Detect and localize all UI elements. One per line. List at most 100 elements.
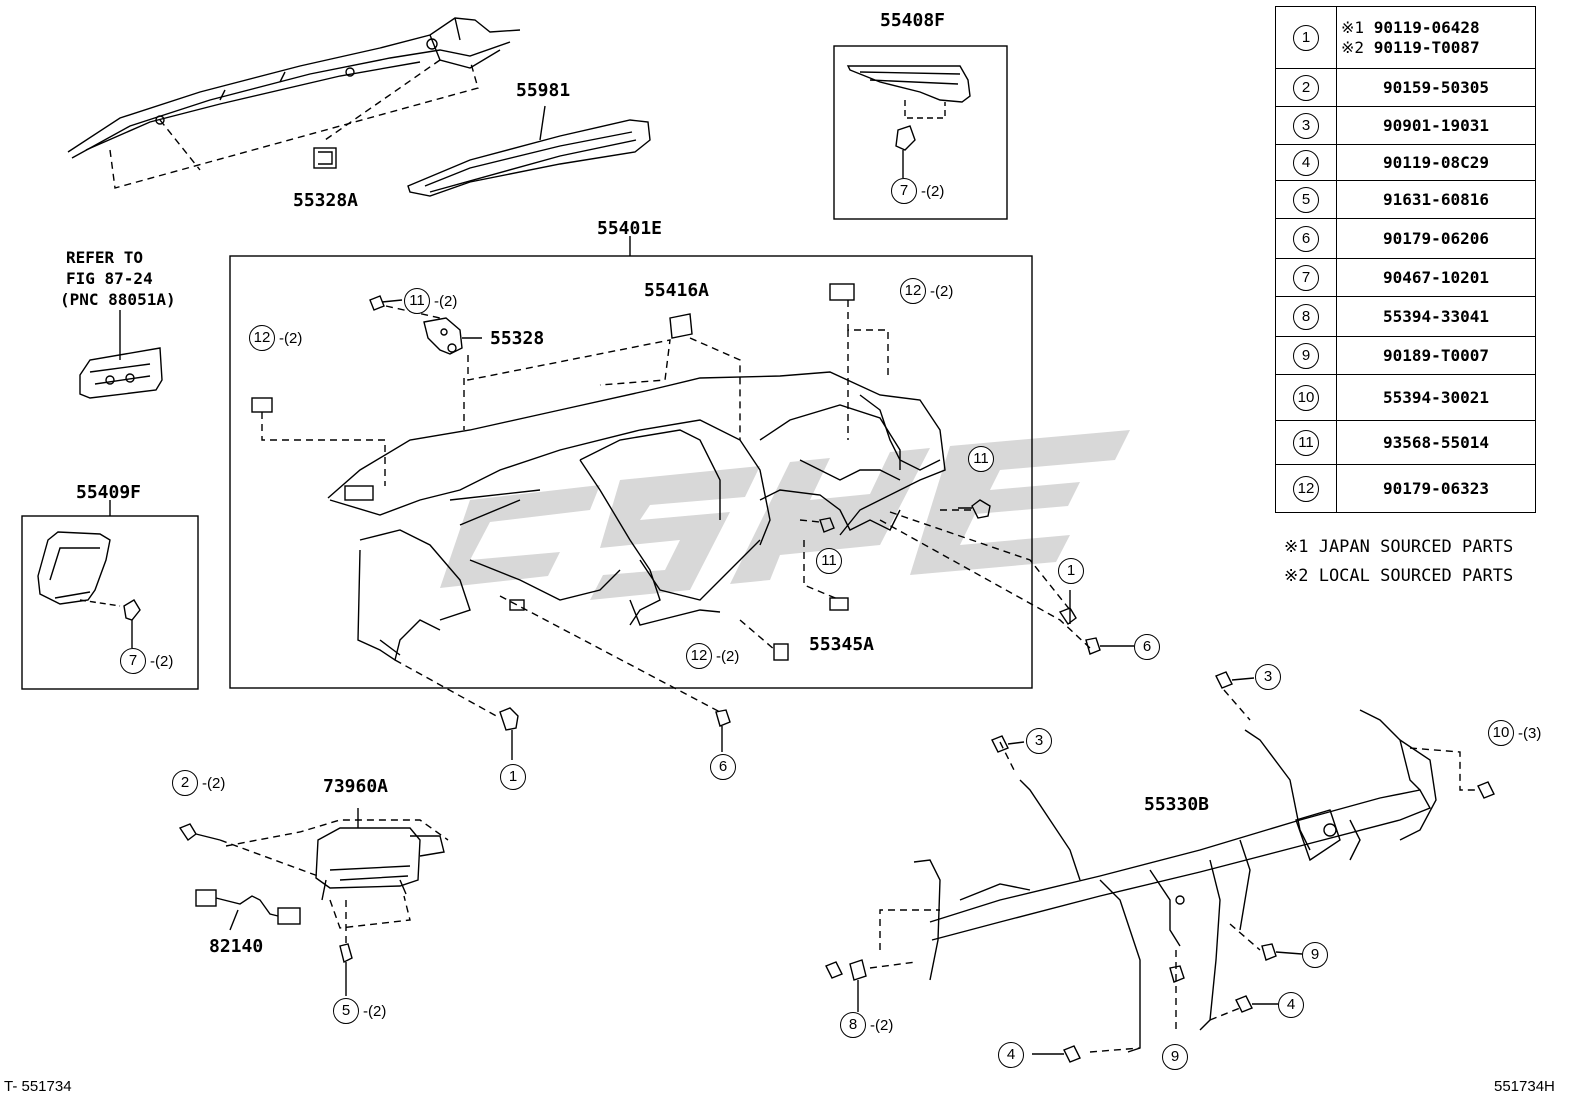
table-row: 12 90179-06323 xyxy=(1275,464,1536,513)
leader-lines-panel xyxy=(261,300,1091,719)
ref-number: 12 xyxy=(1293,475,1319,502)
cover-55408F-drawing xyxy=(846,65,971,178)
part-code: 90119-08C29 xyxy=(1336,144,1536,181)
table-row: 9 90189-T0007 xyxy=(1275,336,1536,375)
footer-right-id: 551734H xyxy=(1494,1078,1555,1095)
panel-fasteners-drawing xyxy=(499,590,1134,760)
label-55416A: 55416A xyxy=(644,280,710,301)
label-73960A: 73960A xyxy=(323,776,389,797)
defroster-duct-drawing xyxy=(67,17,521,159)
label-55328A: 55328A xyxy=(293,190,359,211)
ref-number: 2 xyxy=(1293,74,1319,101)
callout-3-left: 3 xyxy=(1026,728,1052,754)
label-55981: 55981 xyxy=(516,80,571,101)
wire-harness-82140-drawing xyxy=(195,889,301,931)
label-55330B: 55330B xyxy=(1144,794,1210,815)
cover-55409F-drawing xyxy=(37,531,141,648)
leader-lines-airbag xyxy=(219,819,449,944)
parts-number-table: 1 ※1 90119-06428 ※2 90119-T0087 2 90159-5… xyxy=(1275,6,1536,513)
reinforcement-fasteners-drawing xyxy=(825,671,1495,1063)
callout-7-55408F: 7-(2) xyxy=(891,178,944,204)
callout-4-right: 4 xyxy=(1278,992,1304,1018)
label-refer-line2: FIG 87-24 xyxy=(66,269,153,288)
footer-left-id: T- 551734 xyxy=(4,1078,72,1095)
airbag-module-drawing xyxy=(178,808,445,996)
callout-1-right: 1 xyxy=(1058,558,1084,584)
table-row: 6 90179-06206 xyxy=(1275,218,1536,259)
callout-6-right: 6 xyxy=(1134,634,1160,660)
clip-55328A-drawing xyxy=(313,147,337,169)
callout-11-screw-top: 11-(2) xyxy=(404,288,457,314)
table-row: 11 93568-55014 xyxy=(1275,420,1536,465)
label-55328: 55328 xyxy=(490,328,545,349)
label-refer-line3: (PNC 88051A) xyxy=(60,290,176,309)
callout-3-upper: 3 xyxy=(1255,664,1281,690)
callout-11-center: 11 xyxy=(816,548,842,574)
label-82140: 82140 xyxy=(209,936,264,957)
leader-lines-top xyxy=(109,59,479,189)
callout-1-bottom: 1 xyxy=(500,764,526,790)
watermark-logo xyxy=(440,430,1130,600)
reinforcement-55330B-drawing xyxy=(913,709,1437,1053)
note-local-sourced: ※2 LOCAL SOURCED PARTS xyxy=(1284,566,1514,586)
table-row: 1 ※1 90119-06428 ※2 90119-T0087 xyxy=(1275,6,1536,69)
ref-number: 7 xyxy=(1293,264,1319,291)
part-code: 91631-60816 xyxy=(1336,180,1536,219)
bracket-55328-drawing xyxy=(423,317,482,355)
callout-6-bottom: 6 xyxy=(710,754,736,780)
label-refer-line1: REFER TO xyxy=(66,248,144,267)
part-code: 55394-33041 xyxy=(1336,296,1536,337)
callout-9-bottom: 9 xyxy=(1162,1044,1188,1070)
callout-4-bottom: 4 xyxy=(998,1042,1024,1068)
defroster-garnish-55981-drawing xyxy=(407,105,651,197)
ref-number: 1 xyxy=(1293,24,1319,51)
table-row: 4 90119-08C29 xyxy=(1275,144,1536,181)
part-code: 55394-30021 xyxy=(1336,374,1536,421)
callout-12-left: 12-(2) xyxy=(249,325,302,351)
clips-12-drawing xyxy=(251,283,855,661)
callout-7-55409F: 7-(2) xyxy=(120,648,173,674)
part-code: 93568-55014 xyxy=(1336,420,1536,465)
callout-9-right: 9 xyxy=(1302,942,1328,968)
table-row: 2 90159-50305 xyxy=(1275,68,1536,107)
box-55401E xyxy=(229,255,1033,689)
part-code: 90119-T0087 xyxy=(1373,37,1480,57)
table-row: 10 55394-30021 xyxy=(1275,374,1536,421)
ref-number: 11 xyxy=(1293,429,1319,456)
ref-number: 8 xyxy=(1293,303,1319,330)
part-code: 90119-06428 xyxy=(1373,17,1480,37)
part-code: 90159-50305 xyxy=(1336,68,1536,107)
part-code: 90179-06206 xyxy=(1336,218,1536,259)
table-row: 8 55394-33041 xyxy=(1275,296,1536,337)
note-japan-sourced: ※1 JAPAN SOURCED PARTS xyxy=(1284,537,1514,557)
callout-12-top-right: 12-(2) xyxy=(900,278,953,304)
label-55345A: 55345A xyxy=(809,634,875,655)
box-55408F xyxy=(833,45,1008,220)
part-code: 90179-06323 xyxy=(1336,464,1536,513)
callout-12-bottom: 12-(2) xyxy=(686,643,739,669)
source-mark: ※2 xyxy=(1341,37,1365,57)
callout-8: 8-(2) xyxy=(840,1012,893,1038)
callout-11-right: 11 xyxy=(968,446,994,472)
ref-number: 4 xyxy=(1293,149,1319,176)
ref-number: 5 xyxy=(1293,186,1319,213)
callout-5: 5-(2) xyxy=(333,998,386,1024)
label-55409F: 55409F xyxy=(76,482,142,503)
ref-number: 6 xyxy=(1293,225,1319,252)
callout-2: 2-(2) xyxy=(172,770,225,796)
source-mark: ※1 xyxy=(1341,17,1365,37)
part-code: 90467-10201 xyxy=(1336,258,1536,297)
label-55408F: 55408F xyxy=(880,10,946,31)
callout-10: 10-(3) xyxy=(1488,720,1541,746)
plate-55416A-drawing xyxy=(669,313,693,339)
ref-number: 9 xyxy=(1293,342,1319,369)
label-55401E: 55401E xyxy=(597,218,663,239)
table-row: 7 90467-10201 xyxy=(1275,258,1536,297)
screws-11-drawing xyxy=(369,295,991,533)
ref-number: 10 xyxy=(1293,384,1319,411)
leader-lines-reinforcement xyxy=(869,689,1478,1053)
table-row: 5 91631-60816 xyxy=(1275,180,1536,219)
part-code: 90189-T0007 xyxy=(1336,336,1536,375)
